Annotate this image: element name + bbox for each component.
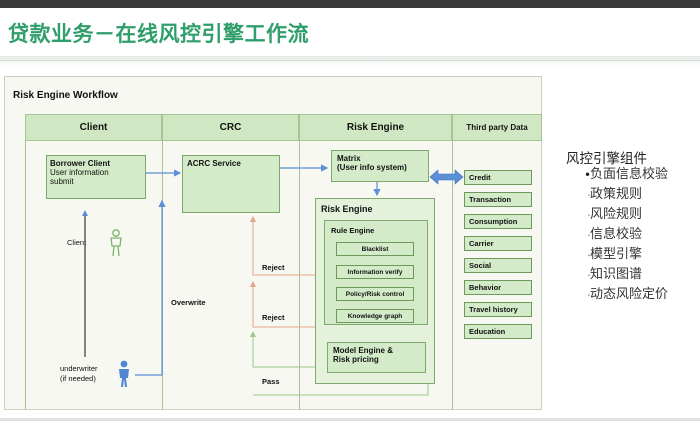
rule-item-knowledge-graph: Knowledge graph — [336, 309, 414, 323]
acrc-service-title: ACRC Service — [187, 159, 241, 168]
matrix-box: Matrix (User info system) — [331, 150, 429, 182]
pass-label: Pass — [262, 377, 280, 386]
rule-engine-title: Rule Engine — [331, 226, 375, 235]
component-item: 模型引擎 — [587, 242, 694, 265]
risk-engine-title: Risk Engine — [321, 204, 373, 214]
component-item: 知识图谱 — [587, 262, 694, 285]
rule-item-policy-risk-control: Policy/Risk control — [336, 287, 414, 301]
matrix-subtitle: (User info system) — [337, 163, 407, 172]
borrower-client-line2: submit — [50, 177, 74, 186]
underwriter-label: underwriter — [60, 364, 98, 373]
third-party-credit: Credit — [464, 170, 532, 185]
component-item: 负面信息校验 — [584, 165, 694, 185]
lane-divider — [25, 114, 26, 410]
top-bar — [0, 0, 700, 8]
reject-label: Reject — [262, 263, 285, 272]
reject-arrows — [250, 216, 315, 328]
acrc-service-box: ACRC Service — [182, 155, 280, 213]
slide-title: 贷款业务－在线风控引擎工作流 — [8, 22, 309, 46]
borrower-client-line1: User information — [50, 168, 109, 177]
component-item: 政策规则 — [587, 182, 694, 205]
third-party-social: Social — [464, 258, 532, 273]
component-item: 风险规则 — [587, 202, 694, 225]
person-icon — [119, 360, 129, 387]
model-engine-line2: Risk pricing — [333, 355, 379, 364]
title-divider-line — [0, 60, 700, 61]
client-label: Client — [67, 238, 87, 247]
title-divider — [0, 56, 700, 66]
lane-header-crc: CRC — [162, 114, 299, 141]
diagram-title: Risk Engine Workflow — [13, 90, 118, 101]
third-party-travel-history: Travel history — [464, 302, 532, 317]
lane-divider — [452, 114, 453, 410]
flow-arrows — [82, 164, 382, 376]
lane-header-third-party: Third party Data — [452, 114, 542, 141]
matrix-title: Matrix — [337, 154, 361, 163]
components-list: 负面信息校验 政策规则 风险规则 信息校验 模型引擎 知识图谱 动态风险定价 — [584, 165, 694, 305]
third-party-behavior: Behavior — [464, 280, 532, 295]
model-engine-line1: Model Engine & — [333, 346, 393, 355]
underwriter-note: (if needed) — [60, 374, 96, 383]
components-title: 风控引擎组件 — [566, 151, 647, 167]
rule-item-blacklist: Blacklist — [336, 242, 414, 256]
overwrite-label: Overwrite — [171, 298, 206, 307]
borrower-client-title: Borrower Client — [50, 159, 111, 168]
double-arrow-icon — [429, 169, 464, 185]
third-party-consumption: Consumption — [464, 214, 532, 229]
third-party-carrier: Carrier — [464, 236, 532, 251]
component-item: 信息校验 — [587, 222, 694, 245]
rule-item-information-verify: Information verify — [336, 265, 414, 279]
reject-label: Reject — [262, 313, 285, 322]
component-item: 动态风险定价 — [587, 282, 694, 305]
person-icon — [110, 229, 122, 257]
risk-engine-workflow-diagram: Risk Engine Workflow Client CRC Risk Eng… — [4, 76, 542, 410]
borrower-client-box: Borrower Client User information submit — [46, 155, 146, 199]
third-party-transaction: Transaction — [464, 192, 532, 207]
lane-header-client: Client — [25, 114, 162, 141]
third-party-education: Education — [464, 324, 532, 339]
model-engine-box: Model Engine & Risk pricing — [327, 342, 426, 373]
lane-divider — [299, 114, 300, 410]
footer-divider — [0, 418, 700, 421]
